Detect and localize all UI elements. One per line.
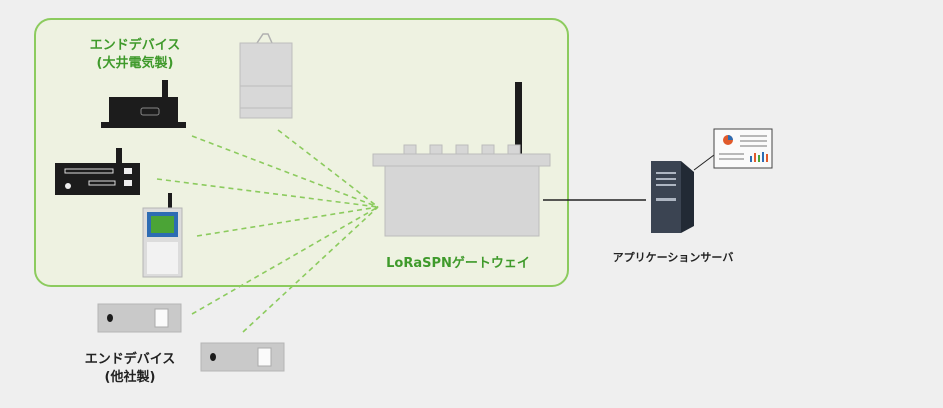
link-wall-box [277,129,379,208]
server-tower-icon [651,161,694,233]
other-devices-label: エンドデバイス [84,352,176,367]
link-rack [156,178,379,208]
end-device-gray-bar-icon [97,303,182,333]
link-handheld [196,206,379,237]
gateway-icon [372,82,551,237]
end-device-rack-icon [55,148,140,195]
other-devices-maker-label: (他社製) [104,370,156,385]
link-other-2 [242,206,379,333]
link-black-box [191,135,379,208]
radio-links [156,129,379,333]
app-server-label: アプリケーションサーバ [612,251,734,264]
dashboard-report-icon [713,128,773,169]
end-device-black-box-icon [101,80,186,128]
gateway-label: LoRaSPNゲートウェイ [386,256,530,271]
end-device-handheld-icon [142,193,183,278]
own-devices-maker-label: (大井電気製) [96,56,174,71]
own-devices-label: エンドデバイス [89,38,181,53]
server-report-connector [693,154,715,171]
end-device-gray-bar-icon [200,342,285,372]
end-device-wall-box-icon [239,33,293,119]
